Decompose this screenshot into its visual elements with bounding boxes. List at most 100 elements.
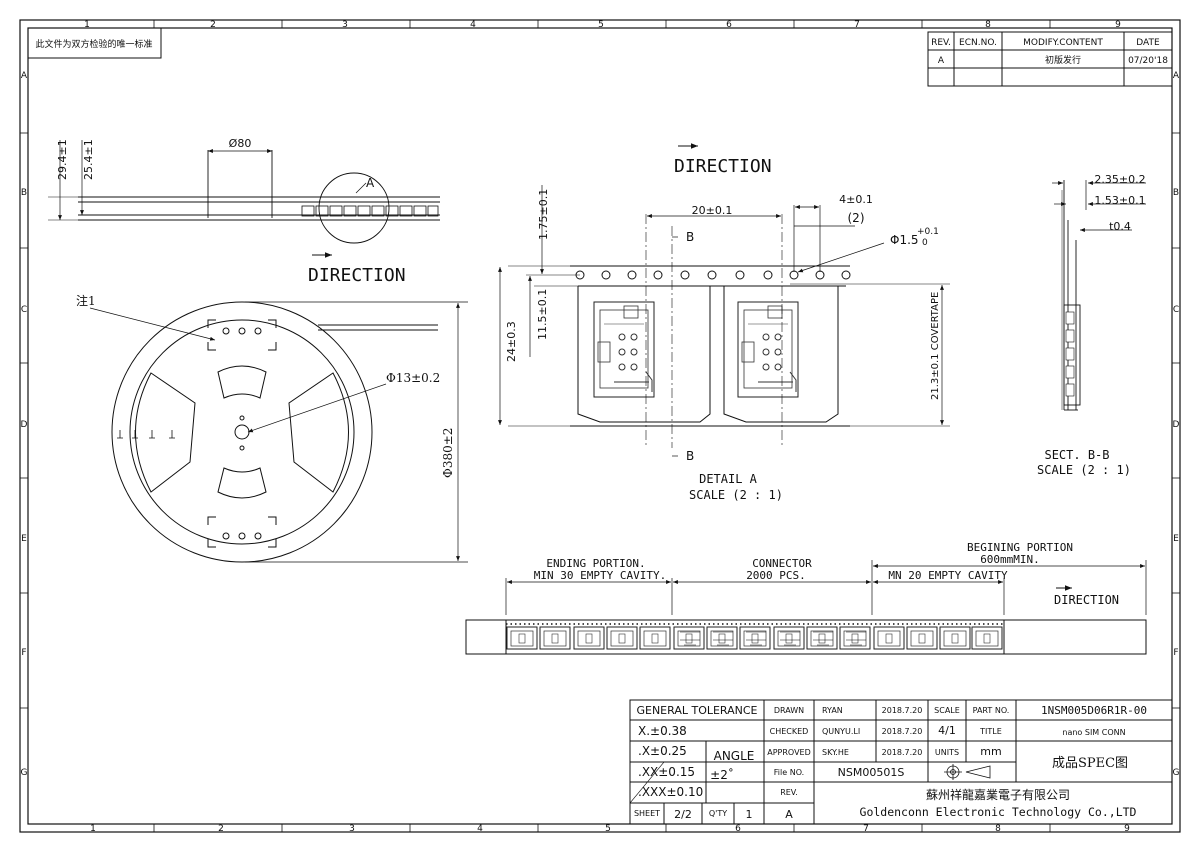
hole-dia-upper: +0.1 — [917, 227, 939, 237]
hole-dim-leader — [247, 383, 387, 433]
svg-text:7: 7 — [863, 824, 869, 834]
svg-text:.X±0.25: .X±0.25 — [638, 744, 687, 758]
svg-text:4/1: 4/1 — [938, 724, 956, 737]
svg-text:G: G — [1173, 768, 1180, 778]
svg-text:F: F — [21, 648, 26, 658]
svg-text:B: B — [21, 188, 27, 198]
svg-text:APPROVED: APPROVED — [767, 748, 811, 757]
sect-dim-2: 1.53±0.1 — [1094, 194, 1145, 207]
beginning-portion: BEGINING PORTION — [967, 541, 1073, 554]
projection-symbol — [944, 764, 991, 780]
tape-cavities — [506, 626, 1003, 650]
svg-text:2018.7.20: 2018.7.20 — [882, 748, 923, 757]
svg-text:Goldenconn Electronic Technolo: Goldenconn Electronic Technology Co.,LTD — [860, 805, 1137, 819]
detail-a-scale: SCALE (2 : 1) — [689, 488, 783, 502]
connector-label: CONNECTOR — [752, 557, 812, 570]
beginning-sub: 600mmMIN. — [980, 553, 1040, 566]
modify-header: MODIFY.CONTENT — [1023, 38, 1103, 48]
detail-a-leader — [355, 182, 367, 194]
svg-text:File NO.: File NO. — [774, 768, 804, 777]
svg-text:9: 9 — [1115, 20, 1121, 30]
svg-text:A: A — [1173, 71, 1180, 81]
svg-text:B: B — [1173, 188, 1179, 198]
section-mark-top: B — [686, 230, 694, 244]
hole-dia-label: Φ1.5 — [890, 233, 919, 247]
tape-strip-dims — [505, 560, 1147, 615]
diameter-dim-label: Φ380±2 — [441, 428, 455, 478]
detail-a-connector-1 — [593, 301, 655, 398]
inner-frame — [27, 27, 1173, 825]
svg-text:NSM00501S: NSM00501S — [838, 766, 905, 779]
svg-text:2: 2 — [210, 20, 216, 30]
detail-a-label: A — [366, 176, 375, 190]
svg-text:TITLE: TITLE — [979, 727, 1002, 736]
svg-text:3: 3 — [342, 20, 348, 30]
beginning-sub2: MN 20 EMPTY CAVITY — [888, 569, 1008, 582]
svg-text:A: A — [21, 71, 28, 81]
sect-title: SECT. B-B — [1044, 448, 1109, 462]
date-header: DATE — [1136, 38, 1160, 48]
reel-tape-cavities — [301, 205, 439, 217]
svg-text:1: 1 — [84, 20, 90, 30]
svg-text:1: 1 — [746, 808, 753, 821]
dim-80: Ø80 — [229, 137, 252, 150]
svg-text:SHEET: SHEET — [634, 809, 660, 818]
ending-portion: ENDING PORTION. — [546, 557, 645, 570]
section-mark-bottom: B — [686, 449, 694, 463]
ending-sub: MIN 30 EMPTY CAVITY. — [534, 569, 666, 582]
sect-dim-1: 2.35±0.2 — [1094, 173, 1145, 186]
svg-text:7: 7 — [854, 20, 860, 30]
svg-text:E: E — [1173, 534, 1179, 544]
svg-text:E: E — [21, 534, 27, 544]
reel-side-view — [48, 140, 440, 244]
dim-29-4: 29.4±1 — [56, 139, 69, 180]
svg-text:4: 4 — [477, 824, 483, 834]
zone-labels: 1 2 3 4 5 6 7 8 9 1 2 3 4 5 6 7 8 9 A B … — [21, 20, 1180, 834]
diameter-dim — [245, 301, 468, 563]
rev-header: REV. — [931, 38, 951, 48]
hole-pitch-label: 4±0.1 — [839, 193, 873, 206]
zone-ticks — [20, 20, 1180, 832]
pitch-label: 20±0.1 — [692, 204, 733, 217]
direction-label-2: DIRECTION — [674, 156, 772, 177]
hole-dia-lower: 0 — [922, 238, 928, 248]
svg-text:G: G — [21, 768, 28, 778]
svg-text:C: C — [1173, 305, 1179, 315]
section-bb-details — [1065, 311, 1075, 397]
center-dim-label: 11.5±0.1 — [536, 289, 549, 340]
svg-text:2018.7.20: 2018.7.20 — [882, 706, 923, 715]
detail-a-centerlines — [645, 214, 783, 448]
note-1-leader — [89, 307, 216, 341]
svg-text:1NSM005D06R1R-00: 1NSM005D06R1R-00 — [1041, 704, 1147, 717]
svg-text:GENERAL TOLERANCE: GENERAL TOLERANCE — [636, 704, 757, 717]
svg-text:2018.7.20: 2018.7.20 — [882, 727, 923, 736]
note-box-text: 此文件为双方检验的唯一标准 — [35, 38, 152, 50]
sect-dim-3: t0.4 — [1109, 220, 1131, 233]
svg-text:RYAN: RYAN — [822, 706, 843, 715]
svg-text:SKY.HE: SKY.HE — [822, 748, 849, 757]
svg-text:QUNYU.LI: QUNYU.LI — [822, 727, 860, 736]
section-bb-dims — [1052, 180, 1146, 232]
note-box — [27, 27, 162, 59]
svg-text:4: 4 — [470, 20, 476, 30]
reel-marks — [117, 430, 175, 439]
svg-text:D: D — [21, 420, 28, 430]
svg-text:F: F — [1173, 648, 1178, 658]
svg-text:5: 5 — [598, 20, 604, 30]
direction-label-3: DIRECTION — [1054, 593, 1119, 607]
svg-text:8: 8 — [995, 824, 1001, 834]
svg-text:C: C — [21, 305, 27, 315]
reel-front-view — [111, 301, 438, 563]
svg-text:.XXX±0.10: .XXX±0.10 — [638, 785, 703, 799]
dim-25-4: 25.4±1 — [82, 139, 95, 180]
detail-a-dims — [498, 185, 944, 457]
detail-a-title: DETAIL A — [699, 472, 758, 486]
svg-text:±2˚: ±2˚ — [710, 767, 734, 782]
outer-frame — [19, 19, 1181, 833]
svg-text:成品SPEC图: 成品SPEC图 — [1052, 756, 1128, 771]
tape-strip — [465, 619, 1147, 655]
revision-table — [927, 31, 1173, 87]
sect-scale: SCALE (2 : 1) — [1037, 463, 1131, 477]
tape-filled-cavities — [680, 631, 866, 646]
